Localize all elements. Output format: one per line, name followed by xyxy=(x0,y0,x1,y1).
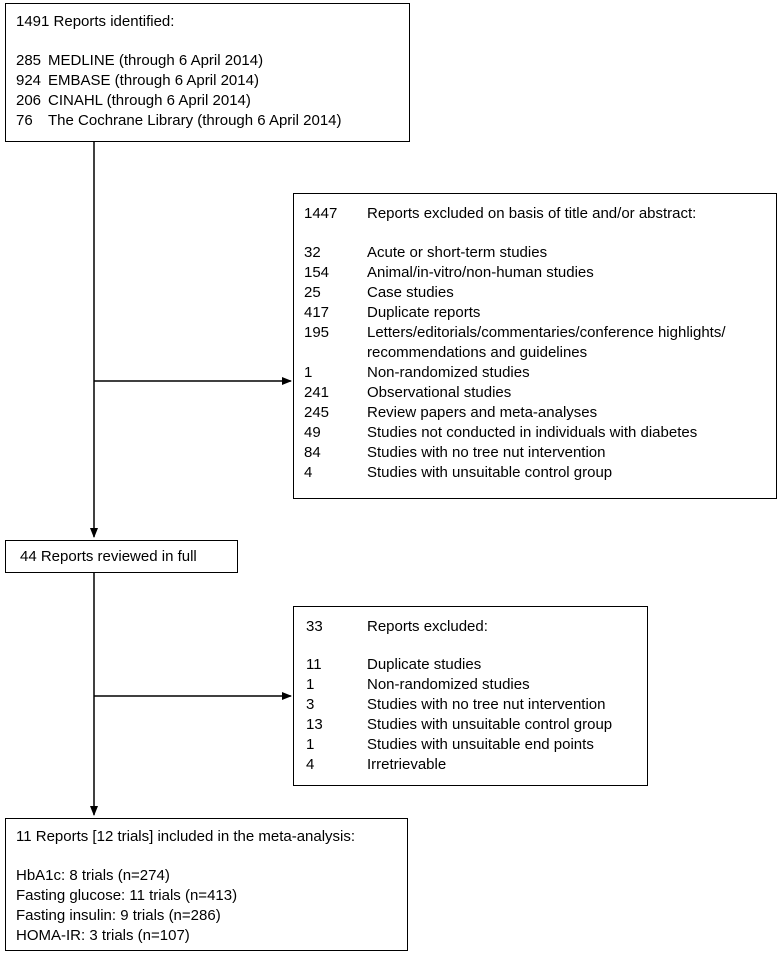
excluded-title-item-count: 417 xyxy=(304,304,330,321)
source-count: 285 xyxy=(16,52,42,69)
excluded-full-item-label: Studies with no tree nut intervention xyxy=(367,696,606,713)
included-outcome: Fasting glucose: 11 trials (n=413) xyxy=(16,887,238,904)
excluded-title-item-label: Non-randomized studies xyxy=(367,364,530,381)
excluded-title-item-label: Animal/in-vitro/non-human studies xyxy=(367,264,594,281)
included-outcome: HbA1c: 8 trials (n=274) xyxy=(16,867,170,884)
source-count: 76 xyxy=(16,112,33,129)
excluded-title-item-label: Review papers and meta-analyses xyxy=(367,404,598,421)
excluded-title-item-label: Acute or short-term studies xyxy=(367,244,548,261)
excluded-full-item-count: 11 xyxy=(306,656,322,673)
excluded-full-count: 33 xyxy=(306,618,323,635)
excluded-title-item-label: Studies with unsuitable control group xyxy=(367,464,613,481)
excluded-full-item-label: Non-randomized studies xyxy=(367,676,530,693)
excluded-title-item-count: 25 xyxy=(304,284,321,301)
source-label: The Cochrane Library (through 6 April 20… xyxy=(48,112,342,129)
excluded-title-item-label: Observational studies xyxy=(367,384,512,401)
excluded-title-header: 1447 Reports excluded on basis of title … xyxy=(304,204,774,224)
included-outcome: HOMA-IR: 3 trials (n=107) xyxy=(16,927,190,944)
excluded-title-box: 1447 Reports excluded on basis of title … xyxy=(293,193,777,499)
excluded-title-item-label: Letters/editorials/commentaries/conferen… xyxy=(367,324,726,341)
excluded-full-item-count: 4 xyxy=(306,756,315,773)
excluded-title-item-count: 195 xyxy=(304,324,330,341)
excluded-full-item-count: 3 xyxy=(306,696,315,713)
excluded-title-item-count: 49 xyxy=(304,424,321,441)
excluded-title-label: Reports excluded on basis of title and/o… xyxy=(367,205,697,222)
included-box: 11 Reports [12 trials] included in the m… xyxy=(5,818,408,951)
source-count: 206 xyxy=(16,92,42,109)
excluded-title-item-count: 1 xyxy=(304,364,313,381)
identified-header: 1491 Reports identified: xyxy=(16,13,175,30)
excluded-title-count: 1447 xyxy=(304,205,338,222)
excluded-full-item-label: Studies with unsuitable end points xyxy=(367,736,594,753)
source-label: MEDLINE (through 6 April 2014) xyxy=(48,52,264,69)
excluded-title-item-count: 154 xyxy=(304,264,330,281)
identified-box: 1491 Reports identified: 285 MEDLINE (thr… xyxy=(5,3,410,142)
excluded-full-header: 33 Reports excluded: xyxy=(306,617,646,637)
excluded-full-item-label: Duplicate studies xyxy=(367,656,482,673)
excluded-full-label: Reports excluded: xyxy=(367,618,488,635)
excluded-title-item-label: Duplicate reports xyxy=(367,304,481,321)
excluded-title-item-label: Case studies xyxy=(367,284,454,301)
excluded-title-item-label: Studies not conducted in individuals wit… xyxy=(367,424,698,441)
excluded-full-item-label: Studies with unsuitable control group xyxy=(367,716,613,733)
excluded-full-item-count: 1 xyxy=(306,676,315,693)
reviewed-label: 44 Reports reviewed in full xyxy=(20,548,197,565)
source-count: 924 xyxy=(16,72,42,89)
source-label: CINAHL (through 6 April 2014) xyxy=(48,92,251,109)
excluded-full-item-count: 13 xyxy=(306,716,323,733)
excluded-title-item-label: recommendations and guidelines xyxy=(367,344,588,361)
reviewed-box: 44 Reports reviewed in full xyxy=(5,540,238,573)
excluded-full-item-count: 1 xyxy=(306,736,315,753)
included-outcome: Fasting insulin: 9 trials (n=286) xyxy=(16,907,221,924)
excluded-title-item-label: Studies with no tree nut intervention xyxy=(367,444,606,461)
excluded-title-item-count: 241 xyxy=(304,384,330,401)
excluded-title-item-count: 84 xyxy=(304,444,321,461)
excluded-title-item-count: 32 xyxy=(304,244,321,261)
excluded-title-item-count: 245 xyxy=(304,404,330,421)
source-label: EMBASE (through 6 April 2014) xyxy=(48,72,259,89)
included-header: 11 Reports [12 trials] included in the m… xyxy=(16,828,356,845)
excluded-full-item-label: Irretrievable xyxy=(367,756,447,773)
excluded-title-item-count: 4 xyxy=(304,464,313,481)
